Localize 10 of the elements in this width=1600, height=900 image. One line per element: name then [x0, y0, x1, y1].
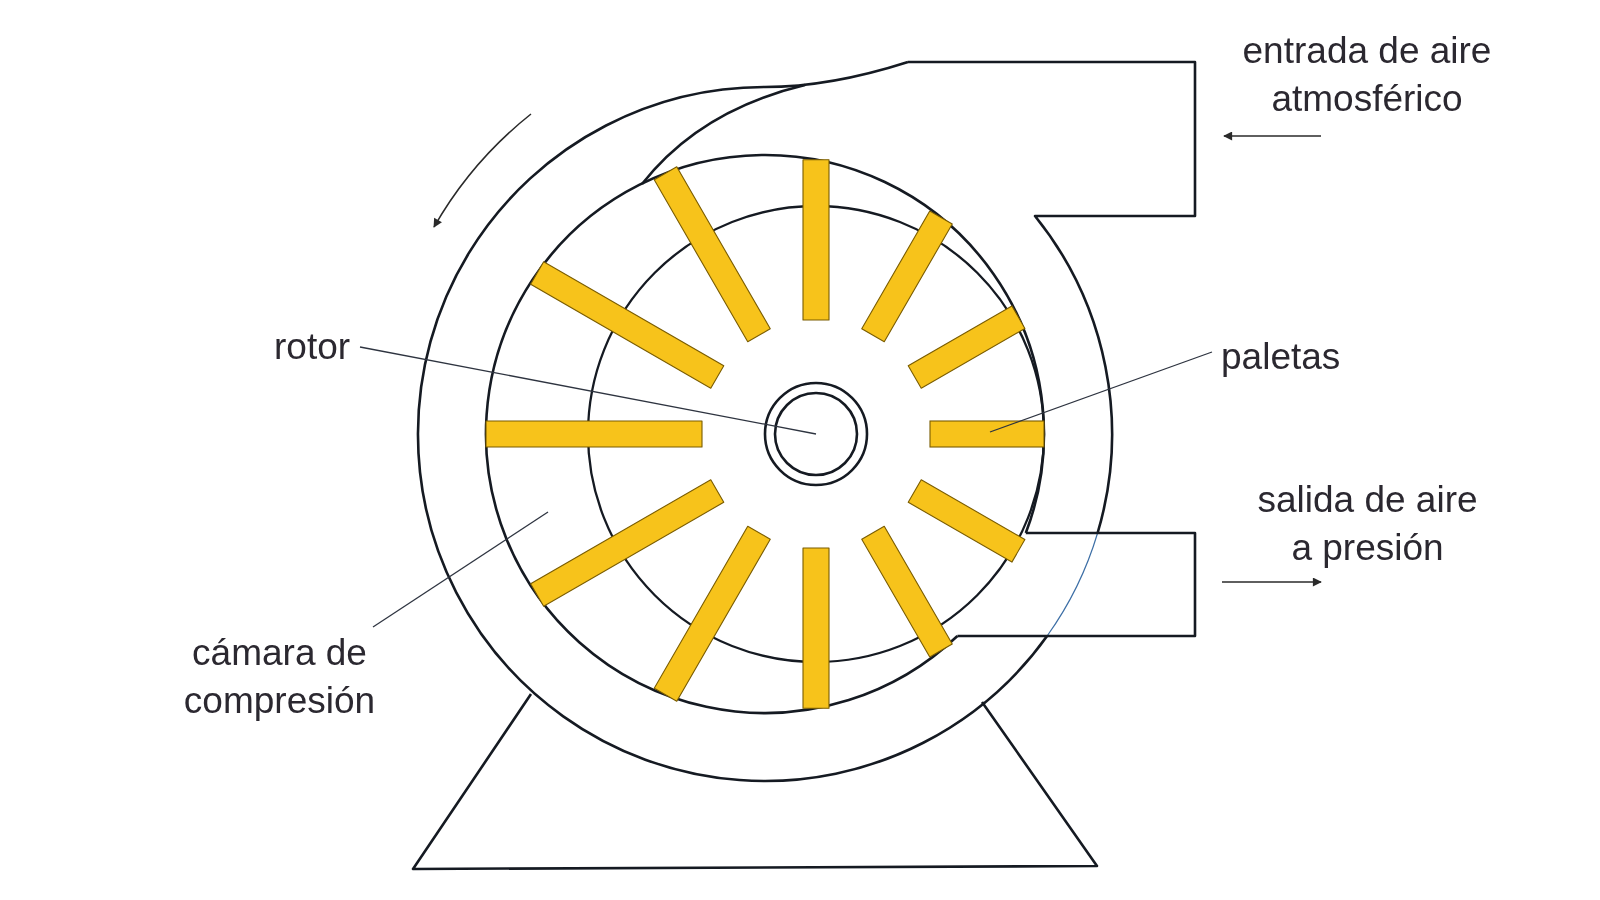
leader-line [359, 346, 817, 435]
flow-label: salida de aire a presión [1256, 478, 1479, 570]
part-label: paletas [1221, 333, 1341, 381]
vane [929, 420, 1045, 448]
leader-line [372, 511, 549, 628]
part-label: cámara de compresión [177, 629, 382, 725]
flow-label: entrada de aire atmosférico [1241, 29, 1493, 121]
leader-line [989, 351, 1213, 433]
part-label: rotor [274, 323, 351, 371]
rotor-hub [763, 381, 869, 487]
